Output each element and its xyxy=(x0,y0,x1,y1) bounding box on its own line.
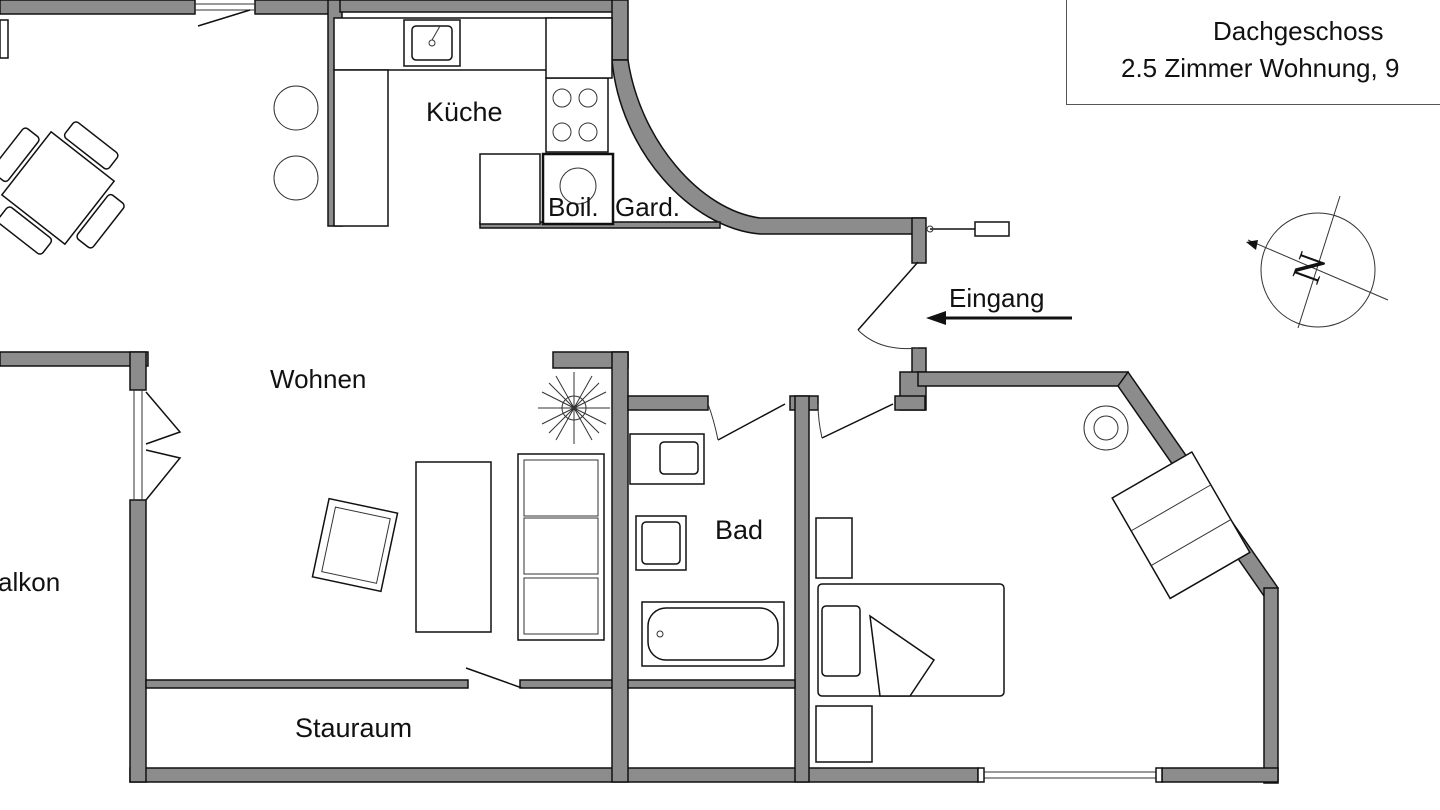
doors xyxy=(145,9,919,689)
living-furniture xyxy=(311,372,610,641)
dining-table xyxy=(0,121,125,255)
room-label-bad: Bad xyxy=(715,515,764,545)
compass xyxy=(1246,195,1389,329)
north-arrow-icon xyxy=(1246,240,1258,250)
title-line-1: Dachgeschoss xyxy=(1213,16,1384,46)
entrance-label: Eingang xyxy=(949,283,1045,313)
room-label-boiler: Boil. xyxy=(548,192,599,222)
entrance-arrow xyxy=(926,311,1072,325)
room-label-garderobe: Gard. xyxy=(615,192,681,222)
title-block: Dachgeschoss 2.5 Zimmer Wohnung, 9 xyxy=(1066,0,1440,105)
room-label-balkon: alkon xyxy=(0,567,61,597)
room-label-stauraum: Stauraum xyxy=(295,713,413,743)
bath-fixtures xyxy=(629,433,785,667)
kitchen-fixtures xyxy=(273,17,615,227)
windows xyxy=(0,3,1163,783)
entry-lamp xyxy=(926,221,1010,237)
room-label-kueche: Küche xyxy=(426,97,503,127)
room-label-wohnen: Wohnen xyxy=(270,364,367,394)
walls xyxy=(0,0,1280,784)
title-line-2: 2.5 Zimmer Wohnung, 9 xyxy=(1121,53,1400,83)
bedroom-furniture xyxy=(815,405,1251,763)
plant-icon xyxy=(1083,405,1129,451)
plant-icon xyxy=(538,372,610,444)
